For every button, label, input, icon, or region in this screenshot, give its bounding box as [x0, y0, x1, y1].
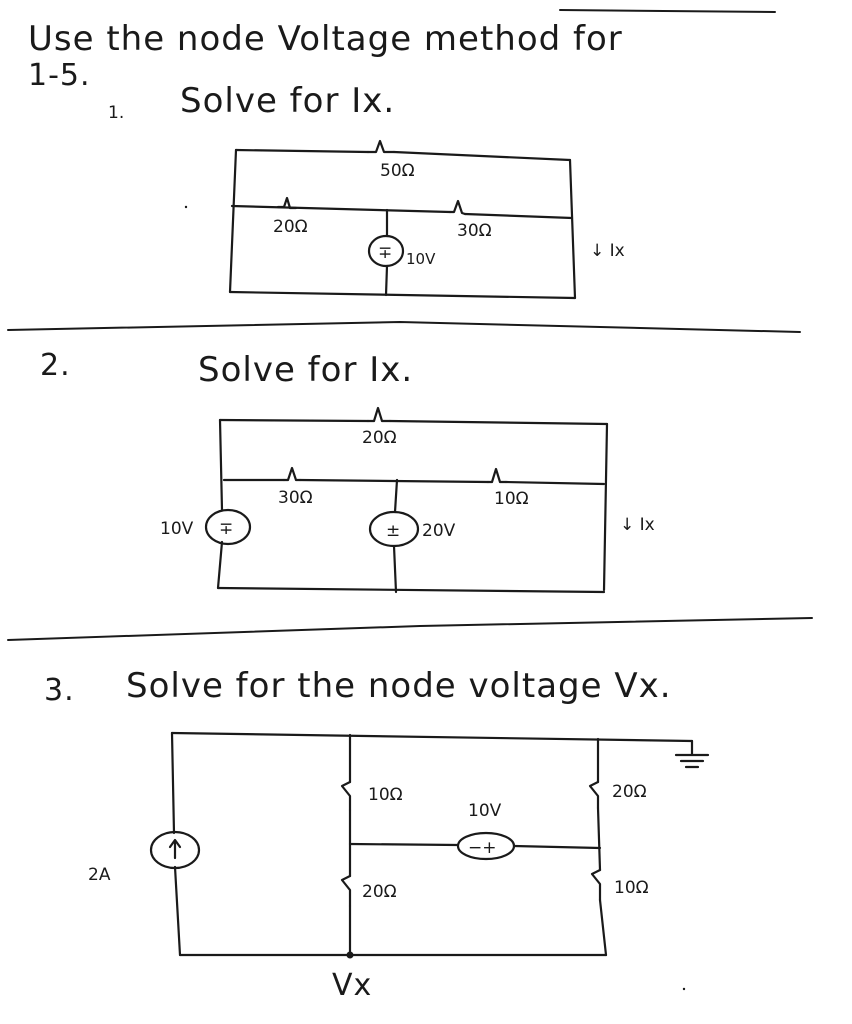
ground-symbol — [674, 739, 710, 769]
voltage-source-1 — [367, 234, 405, 268]
voltage-source-3-label: 10V — [468, 801, 502, 821]
instructions-line-1: Use the node Voltage method for — [28, 19, 623, 59]
problem-1-number: 1. — [108, 103, 124, 123]
resistor-top-symbol — [366, 406, 392, 423]
circuit-3: −+ 2A 10Ω 20Ω 20Ω 10Ω 10V Vx — [88, 731, 710, 1003]
circuit-2-left-wire-bottom — [216, 540, 224, 590]
resistor-30-label: 30Ω — [457, 221, 492, 241]
circuit-1: ∓ 50Ω 20Ω 30Ω 10V ↓ Ix — [228, 139, 625, 300]
circuit-1-middle-wire — [230, 204, 574, 220]
resistor-20-label: 20Ω — [273, 217, 308, 237]
stray-mark-2 — [682, 987, 686, 991]
problem-2: 2. Solve for Ix. ∓ ± 20Ω 30Ω 10Ω 10V 20V… — [40, 348, 655, 594]
resistor-10-3b-symbol — [590, 868, 602, 902]
resistor-20-3a-label: 20Ω — [362, 882, 397, 902]
instructions-line-2: 1-5. — [28, 58, 91, 93]
circuit-3-middle-wire — [348, 842, 602, 850]
resistor-10-3-symbol — [340, 780, 352, 812]
voltage-source-middle-polarity: ± — [386, 521, 400, 541]
problem-3-number: 3. — [44, 673, 75, 708]
problem-2-prompt: Solve for Ix. — [198, 350, 413, 390]
voltage-source-3 — [456, 831, 516, 861]
voltage-source-left — [204, 508, 252, 546]
stray-mark-1 — [184, 205, 188, 209]
circuit-1-left-wire — [228, 148, 238, 294]
resistor-10-2-label: 10Ω — [494, 489, 529, 509]
divider-2 — [7, 617, 813, 641]
circuit-2: ∓ ± 20Ω 30Ω 10Ω 10V 20V ↓ Ix — [160, 406, 655, 594]
problem-2-number: 2. — [40, 348, 71, 383]
circuit-1-top-wire — [234, 148, 572, 162]
voltage-source-middle — [368, 510, 420, 548]
circuit-3-left-wire-bottom — [173, 865, 182, 957]
resistor-30-2-label: 30Ω — [278, 488, 313, 508]
current-source-2a — [149, 830, 201, 870]
circuit-2-source-branch — [392, 478, 399, 594]
circuit-3-top-wire — [170, 731, 694, 743]
circuit-3-left-wire-top — [170, 731, 176, 835]
resistor-50-symbol — [366, 139, 396, 154]
node-vx-label: Vx — [332, 968, 372, 1003]
voltage-source-3-polarity: −+ — [468, 838, 497, 858]
resistor-10-2-symbol — [486, 467, 508, 484]
resistor-10-3b-label: 10Ω — [614, 878, 649, 898]
problem-3-prompt: Solve for the node voltage Vx. — [126, 666, 672, 706]
circuit-1-source-branch — [384, 208, 389, 297]
circuit-2-right-wire — [602, 422, 609, 592]
resistor-20-symbol — [276, 196, 298, 210]
resistor-top-label: 20Ω — [362, 428, 397, 448]
current-source-arrow — [168, 838, 182, 860]
resistor-20-3b-label: 20Ω — [612, 782, 647, 802]
circuit-3-right-vertical — [596, 737, 608, 957]
circuit-1-right-wire — [568, 158, 577, 300]
voltage-source-middle-label: 20V — [422, 521, 456, 541]
voltage-source-left-label: 10V — [160, 519, 194, 539]
voltage-source-1-polarity: ∓ — [378, 243, 392, 263]
resistor-50-label: 50Ω — [380, 161, 415, 181]
resistor-20-3a-symbol — [340, 874, 352, 908]
resistor-10-3-label: 10Ω — [368, 785, 403, 805]
circuit-2-left-wire-top — [218, 418, 224, 512]
resistor-30-2-symbol — [282, 466, 302, 482]
circuit-2-top-wire — [218, 418, 609, 426]
node-vx-dot — [346, 951, 354, 959]
resistor-20-3b-symbol — [588, 780, 600, 810]
circuit-2-middle-wire — [222, 478, 606, 486]
circuit-2-bottom-wire — [216, 586, 606, 594]
current-ix-1-label: ↓ Ix — [590, 241, 625, 261]
problem-1-prompt: Solve for Ix. — [180, 81, 395, 121]
divider-1 — [7, 320, 801, 333]
problem-1: 1. Solve for Ix. ∓ 50Ω 20Ω 30Ω 10V ↓ Ix — [108, 81, 625, 300]
voltage-source-1-label: 10V — [406, 250, 436, 268]
resistor-30-symbol — [448, 199, 467, 216]
current-ix-2-label: ↓ Ix — [620, 515, 655, 535]
top-rule — [559, 9, 776, 13]
voltage-source-left-polarity: ∓ — [219, 519, 233, 539]
circuit-1-bottom-wire — [228, 290, 577, 300]
problem-3: 3. Solve for the node voltage Vx. −+ 2A … — [44, 666, 710, 1003]
current-source-label: 2A — [88, 865, 111, 885]
